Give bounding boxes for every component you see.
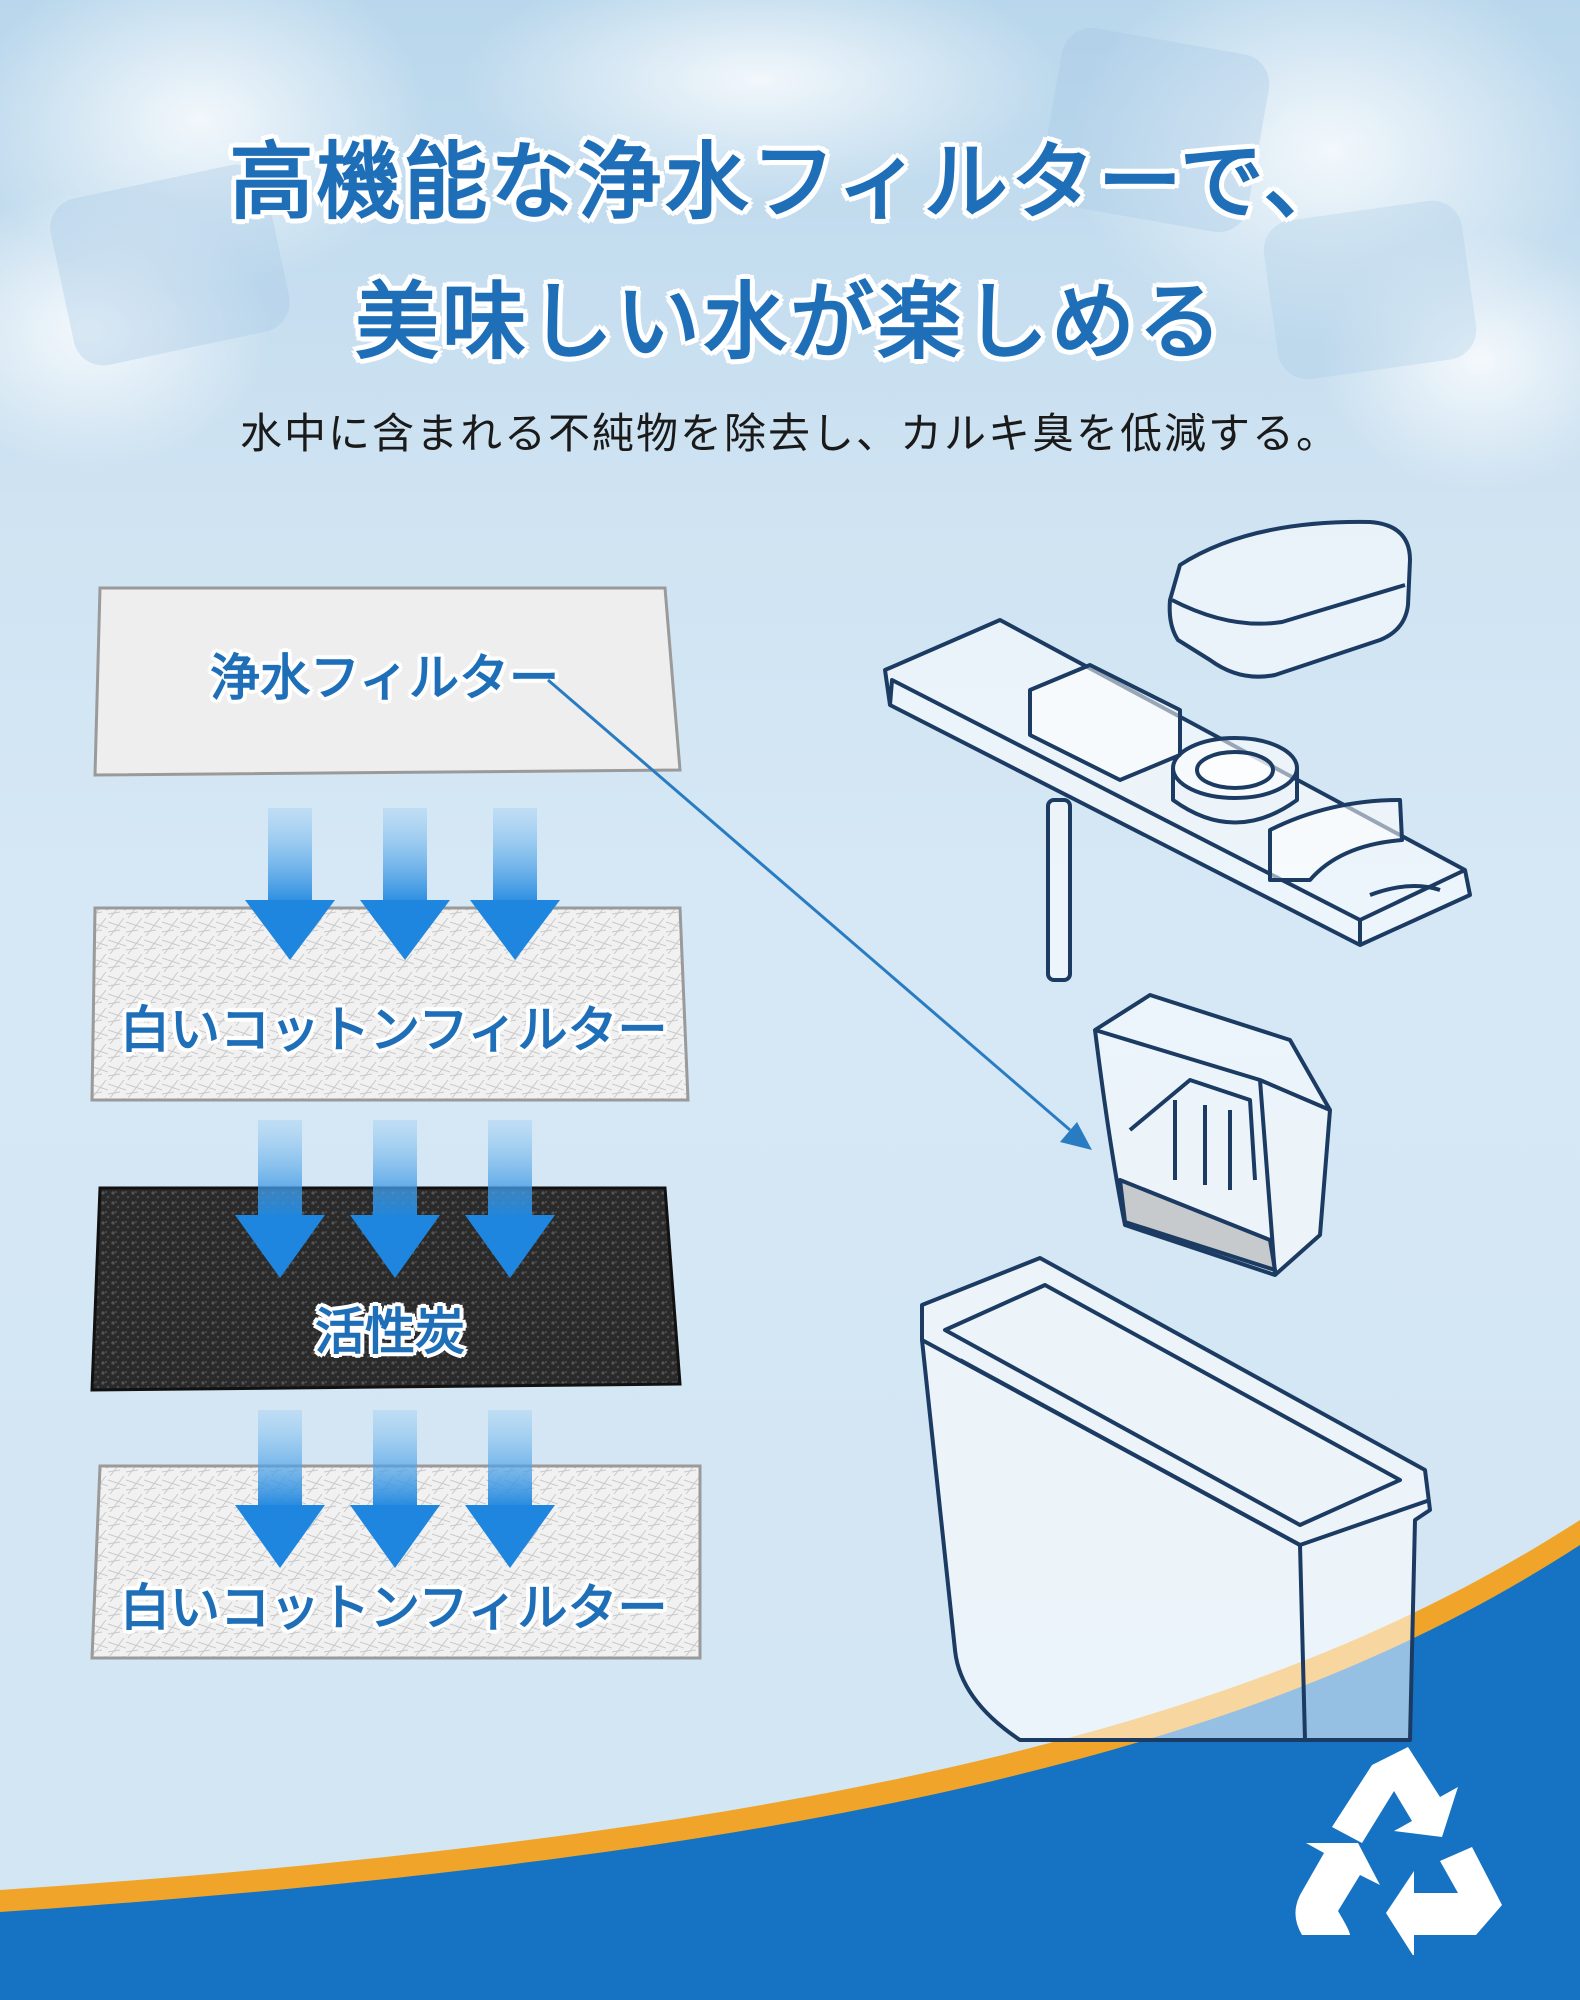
down-arrow-icon: [470, 808, 560, 960]
filter-layers-diagram: [90, 586, 702, 1660]
top-tray-part: [883, 618, 1472, 982]
layer-label-cotton-filter-bottom: 白いコットンフィルター: [120, 1579, 668, 1637]
subtitle: 水中に含まれる不純物を除去し、カルキ臭を低減する。: [239, 409, 1340, 458]
recycle-icon: [1295, 1747, 1502, 1955]
down-arrow-icon: [465, 1120, 555, 1278]
down-arrow-icon: [235, 1410, 325, 1568]
down-arrow-icon: [350, 1410, 440, 1568]
headline-line-1: 高機能な浄水フィルターで、: [229, 133, 1351, 231]
down-arrow-icon: [465, 1410, 555, 1568]
filter-device-illustration: [883, 519, 1472, 1742]
cap-part: [1167, 519, 1412, 679]
flow-arrows-1: [245, 808, 560, 960]
layer-label-purification-filter: 浄水フィルター: [210, 649, 559, 707]
water-tank-part: [920, 1256, 1432, 1742]
layer-label-cotton-filter-top: 白いコットンフィルター: [120, 1001, 668, 1059]
headline-line-2: 美味しい水が楽しめる: [354, 273, 1225, 371]
down-arrow-icon: [245, 808, 335, 960]
flow-arrows-2: [235, 1120, 555, 1278]
down-arrow-icon: [360, 808, 450, 960]
filter-cartridge-part: [1093, 993, 1332, 1277]
down-arrow-icon: [235, 1120, 325, 1278]
down-arrow-icon: [350, 1120, 440, 1278]
layer-label-activated-carbon: 活性炭: [315, 1303, 465, 1361]
purification-filter-sheet: [93, 586, 682, 777]
flow-arrows-3: [235, 1410, 555, 1568]
